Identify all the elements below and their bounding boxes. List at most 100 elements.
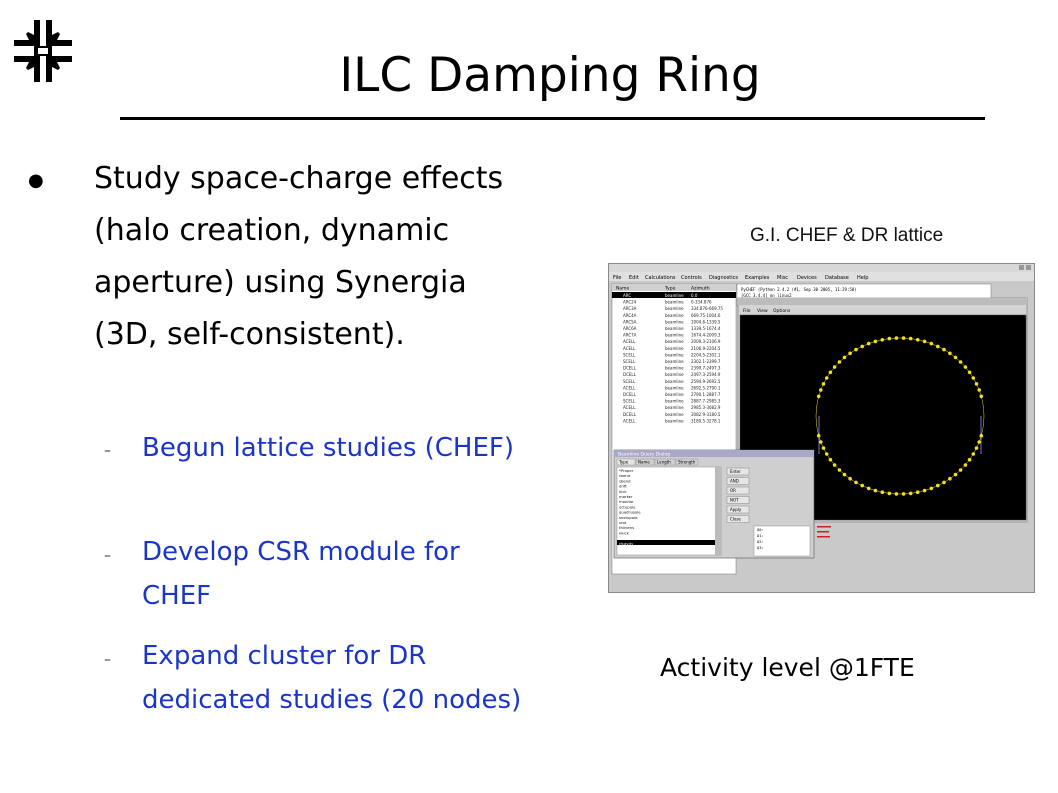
tree-row-type: beamline <box>665 352 684 357</box>
element-type-item: *Proper <box>619 468 634 473</box>
fermilab-logo <box>14 20 72 82</box>
element-type-item: sextupole <box>619 515 638 520</box>
menu-item-edit[interactable]: Edit <box>629 275 639 281</box>
menu-item-help[interactable]: Help <box>857 275 868 281</box>
element-type-item: monitor <box>619 499 634 504</box>
lattice-element-point <box>915 490 920 494</box>
lattice-element-point <box>837 468 842 472</box>
console-line-2: [GCC 3.4.4] on linux2 <box>741 293 792 298</box>
plot-menu-file[interactable]: File <box>743 308 751 314</box>
tree-row-name: ACELL <box>623 339 636 344</box>
lattice-element-point <box>977 388 981 392</box>
tree-row-azimuth: 2497.3-2594.9 <box>691 372 721 377</box>
lattice-element-point <box>821 446 826 450</box>
tree-row-name: ACELL <box>623 405 636 410</box>
tree-row-name: DCELL <box>623 372 637 377</box>
tree-row-name: ARC24 <box>623 300 637 305</box>
tree-row-type: beamline <box>665 379 684 384</box>
lattice-element-point <box>832 463 837 467</box>
dialog-tab-name[interactable]: Name <box>638 460 650 465</box>
plot-menu-view[interactable]: View <box>757 308 768 314</box>
plot-menu-options[interactable]: Options <box>773 308 791 314</box>
tree-row-type: beamline <box>665 333 684 338</box>
dialog-tab-type[interactable]: Type <box>618 460 629 465</box>
lattice-element-point <box>816 394 821 399</box>
tree-row-azimuth: 3082.9-3180.5 <box>691 412 721 417</box>
lattice-element-point <box>948 476 952 481</box>
tree-row-type: beamline <box>665 359 684 364</box>
tree-row-name: SCELL <box>623 399 636 404</box>
tree-row-azimuth: 2692.5-2790.1 <box>691 385 721 390</box>
menu-item-file[interactable]: File <box>613 275 621 281</box>
menu-item-calculations[interactable]: Calculations <box>645 275 676 281</box>
dialog-button[interactable] <box>726 477 750 485</box>
dialog-title: Beamline Query Dialog <box>618 452 670 458</box>
lattice-element-point <box>901 336 906 340</box>
menu-item-database[interactable]: Database <box>825 275 849 281</box>
tree-row-type: beamline <box>665 313 684 318</box>
tree-row-type: beamline <box>665 319 684 324</box>
tree-row-type: beamline <box>665 326 684 331</box>
lattice-element-point <box>974 446 979 450</box>
tree-row-type: beamline <box>665 418 684 423</box>
menu-item-diagnostics[interactable]: Diagnostics <box>709 275 738 281</box>
tree-row-azimuth: 2302.1-2399.7 <box>691 359 721 364</box>
tree-row-azimuth: 2985.3-3082.9 <box>691 405 721 410</box>
tree-header-name: Name <box>616 286 630 292</box>
lattice-element-point <box>842 472 847 477</box>
element-type-item: thinlens <box>619 525 634 530</box>
lattice-element-point <box>854 347 858 352</box>
lattice-element-point <box>963 365 968 369</box>
lattice-element-point <box>819 388 823 392</box>
sub-bullet-1: Begun lattice studies (CHEF) <box>142 433 515 463</box>
tree-row-name: SCELL <box>623 352 636 357</box>
element-type-item: hkick <box>619 536 630 541</box>
dialog-button[interactable] <box>726 486 750 495</box>
lattice-element-point <box>971 452 976 456</box>
bullet-icon: ● <box>28 170 44 191</box>
menu-item-examples[interactable]: Examples <box>745 275 770 281</box>
sub-bullet-3: Expand cluster for DR dedicated studies … <box>142 641 522 715</box>
dialog-button[interactable] <box>726 505 750 514</box>
dialog-tab-strength[interactable]: Strength <box>678 460 696 465</box>
dialog-tab-length[interactable]: Length <box>657 460 671 465</box>
dialog-button[interactable] <box>726 496 750 504</box>
lattice-element-point <box>948 351 952 356</box>
lattice-element-point <box>953 355 958 360</box>
query-line: Q1: <box>757 533 764 538</box>
tree-row-azimuth: 334.876-669.75 <box>691 306 723 311</box>
menu-item-misc[interactable]: Misc <box>777 275 788 281</box>
tree-row-name: ACELL <box>623 346 636 351</box>
dialog-button-label: Apply <box>730 507 742 512</box>
menu-item-devices[interactable]: Devices <box>797 275 817 281</box>
dialog-button[interactable] <box>726 515 750 523</box>
tree-row-type: beamline <box>665 300 684 305</box>
tree-row-azimuth: 1339.5-1674.4 <box>691 326 721 331</box>
slide-title: ILC Damping Ring <box>339 48 761 103</box>
dialog-button[interactable] <box>726 467 750 476</box>
query-text-box[interactable] <box>753 525 811 557</box>
tree-row-name: ACELL <box>623 385 636 390</box>
tree-row-type: beamline <box>665 293 684 298</box>
menu-item-controls[interactable]: Controls <box>681 275 702 281</box>
